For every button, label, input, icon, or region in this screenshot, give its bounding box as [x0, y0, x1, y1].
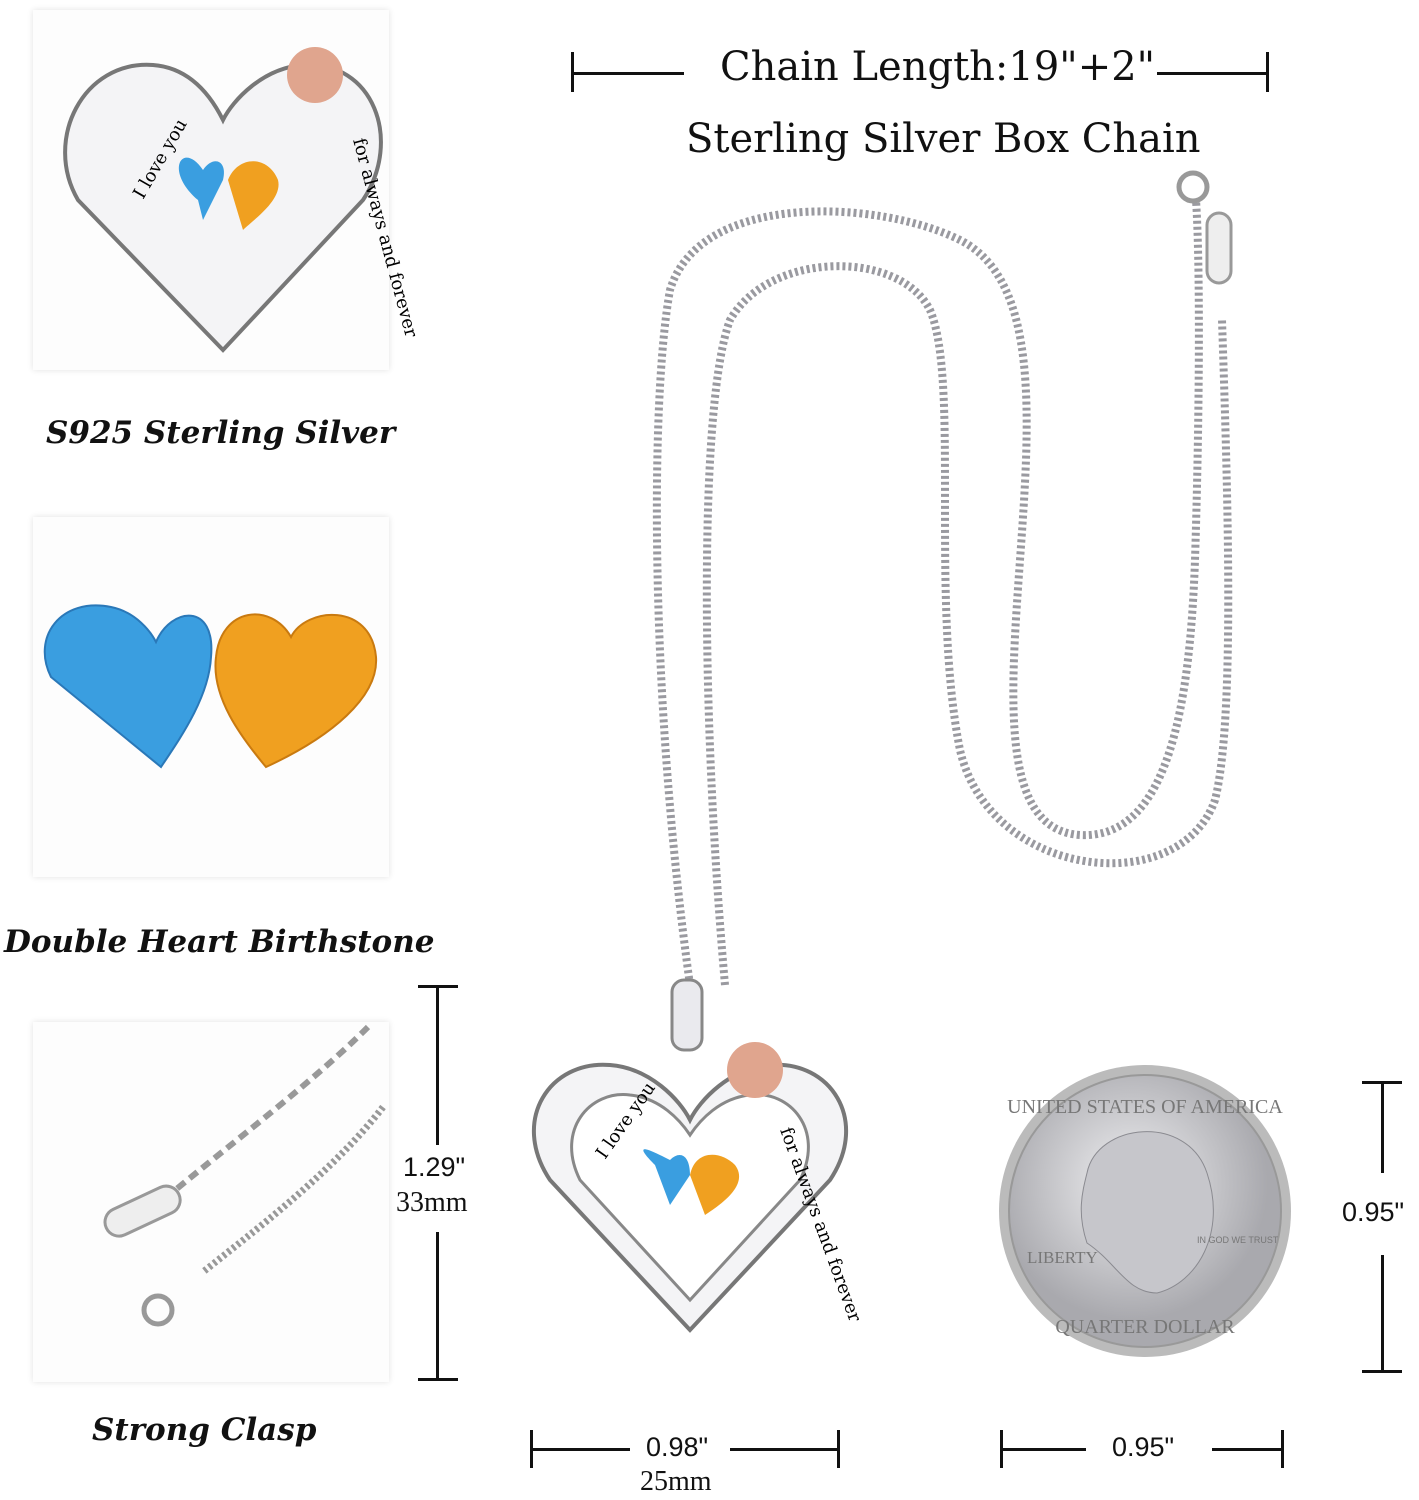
panel-strong-clasp: [33, 1022, 389, 1382]
coin-top-text: UNITED STATES OF AMERICA: [1007, 1096, 1283, 1118]
chain-length-label: Chain Length:19"+2": [720, 44, 1156, 90]
chain-type-label: Sterling Silver Box Chain: [686, 116, 1201, 162]
coin-width-in: 0.95": [1112, 1432, 1175, 1462]
chain-length-tick-right: [1266, 52, 1269, 92]
coin-liberty: LIBERTY: [1027, 1248, 1098, 1267]
extender-tag: [1205, 211, 1233, 285]
quarter-coin-illustration: UNITED STATES OF AMERICA LIBERTY IN GOD …: [999, 1065, 1291, 1357]
coin-height-line-top: [1381, 1081, 1384, 1173]
pendant-height-in: 1.29": [403, 1152, 466, 1182]
spring-ring-clasp: [1176, 170, 1210, 204]
chain-length-line-right: [1157, 72, 1267, 75]
clasp-chain-icon: [103, 1024, 386, 1327]
coin-bottom-text: QUARTER DOLLAR: [1055, 1316, 1235, 1338]
panel-sterling-silver: I love you for always and forever: [33, 10, 422, 370]
pendant-main-illustration: I love you for always and forever: [531, 978, 865, 1333]
width-line-left: [530, 1448, 630, 1451]
height-line-bottom: [436, 1232, 439, 1380]
coin-height-tick-bottom: [1362, 1370, 1402, 1373]
caption-double-heart: Double Heart Birthstone: [4, 924, 435, 960]
pendant-closeup-icon: I love you for always and forever: [63, 47, 422, 353]
heart-gemstones-icon: [43, 604, 378, 769]
chain-length-line-left: [572, 72, 684, 75]
chain-length-tick-left: [571, 52, 574, 92]
caption-strong-clasp: Strong Clasp: [92, 1412, 317, 1448]
pendant-width-in: 0.98": [646, 1432, 709, 1462]
coin-height-line-bottom: [1381, 1255, 1384, 1372]
pendant-height-mm: 33mm: [396, 1187, 468, 1218]
coin-width-tick-right: [1281, 1430, 1284, 1468]
coin-height-in: 0.95": [1342, 1197, 1405, 1227]
height-tick-bottom: [418, 1378, 458, 1381]
coin-motto: IN GOD WE TRUST: [1197, 1235, 1279, 1245]
caption-sterling-silver: S925 Sterling Silver: [46, 415, 396, 451]
panel-double-heart: [33, 517, 389, 877]
pendant-width-mm: 25mm: [640, 1466, 712, 1497]
coin-width-line-left: [1000, 1448, 1086, 1451]
coin-width-line-right: [1212, 1448, 1284, 1451]
width-tick-right: [837, 1430, 840, 1468]
height-line-top: [436, 985, 439, 1145]
width-line-right: [730, 1448, 840, 1451]
